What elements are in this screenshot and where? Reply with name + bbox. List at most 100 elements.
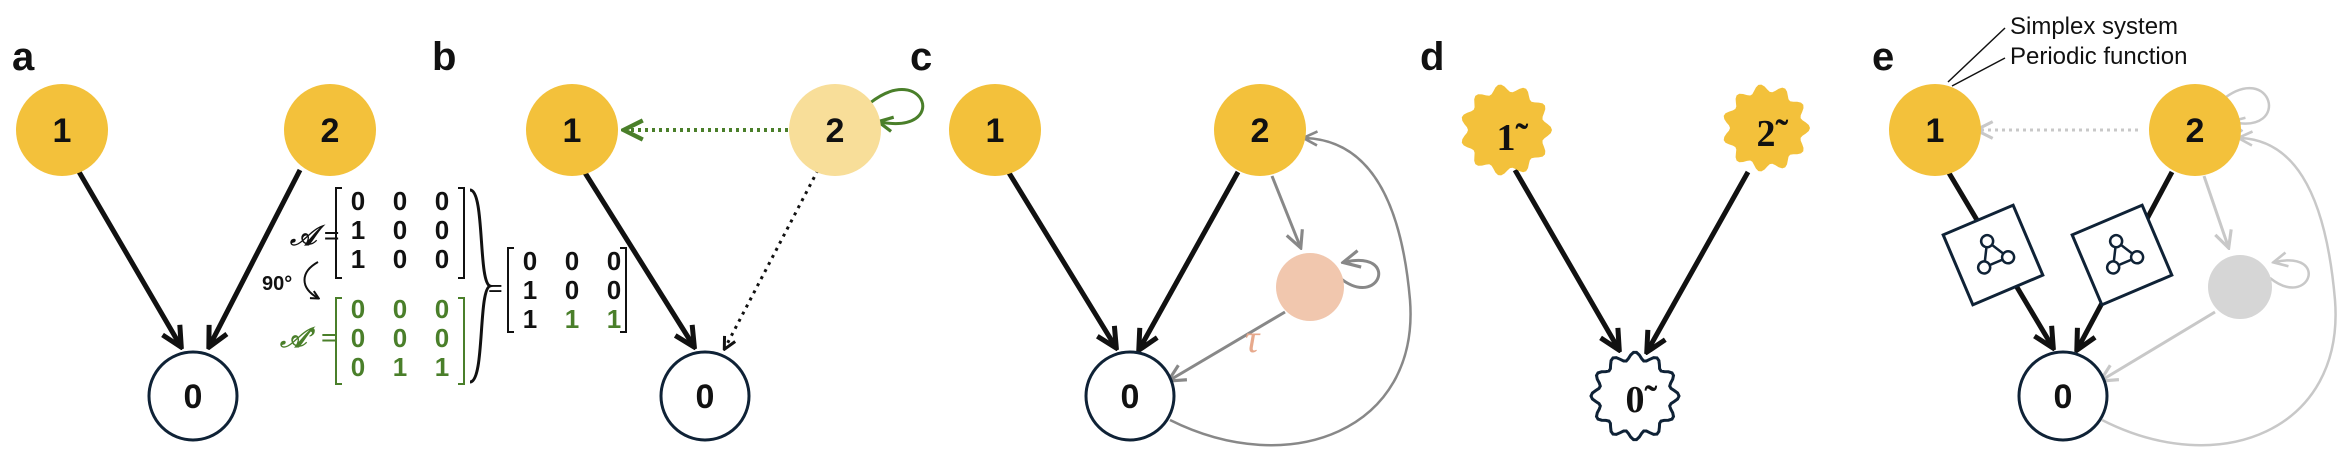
node-1	[16, 84, 108, 176]
panel-label-e: e	[1872, 35, 1894, 79]
matrix-cell: 1	[607, 304, 621, 334]
matrix-cell: 0	[565, 246, 579, 276]
matrix-cell: 0	[435, 323, 449, 353]
annotation-simplex: Simplex system	[2010, 13, 2178, 40]
node-2	[789, 84, 881, 176]
edge-0-to-2-faded	[2101, 138, 2337, 447]
node-2-label: 2	[2186, 112, 2205, 150]
self-loop-2-faded	[2221, 86, 2271, 123]
node-1	[949, 84, 1041, 176]
annotation-periodic: Periodic function	[2010, 43, 2187, 70]
matrix-cell: 0	[393, 294, 407, 324]
node-1	[1889, 84, 1981, 176]
matrix-cell: 0	[607, 246, 621, 276]
node-1-label: 1	[563, 112, 582, 150]
node-1-label: 1	[1926, 112, 1945, 150]
matrix-cell: 0	[351, 323, 365, 353]
matrix-cell: 0	[607, 275, 621, 305]
panel-label-b: b	[432, 35, 456, 79]
node-0-label: 0	[1121, 378, 1140, 416]
matrix-cell: 0	[351, 294, 365, 324]
edge-2-to-tau	[1270, 175, 1300, 246]
node-2	[2149, 84, 2241, 176]
edge-2-to-0-dotted	[725, 169, 820, 348]
edge-gray-node-to-0	[2102, 310, 2216, 380]
edge-1-to-0	[1512, 168, 1618, 348]
matrix-cell: 0	[435, 215, 449, 245]
matrix-a-prime-bracket-left	[335, 297, 342, 385]
matrix-sum-bracket-left	[507, 247, 514, 333]
panel-c: c 1 2 τ 0	[910, 35, 1412, 447]
edge-2-to-0	[210, 168, 303, 345]
edge-2-to-0	[1140, 170, 1241, 348]
edge-0-to-2-feedback	[1169, 138, 1412, 447]
equals-sign: =	[488, 274, 503, 303]
self-loop-gray-node	[2269, 260, 2310, 289]
triangle-network-icon	[1976, 233, 2016, 275]
node-0-label: 0	[2054, 378, 2073, 416]
node-0	[2017, 350, 2109, 442]
node-2-label: 2	[1251, 112, 1270, 150]
matrix-cell: 0	[393, 244, 407, 274]
matrix-a-bracket-right	[458, 187, 465, 279]
matrix-cell: 0	[523, 246, 537, 276]
node-1-cloud	[1461, 84, 1552, 176]
edge-2-to-gray-node	[2202, 175, 2228, 246]
matrix-cell: 1	[523, 304, 537, 334]
node-2-cloud	[1723, 84, 1810, 172]
node-0-cloud	[1589, 350, 1681, 442]
matrix-cell: 0	[393, 323, 407, 353]
simplex-box-1	[1941, 203, 2045, 307]
panel-label-c: c	[910, 35, 932, 79]
delay-label: τ	[1245, 316, 1261, 361]
matrix-cell: 1	[523, 275, 537, 305]
matrix-cell: 0	[435, 244, 449, 274]
node-2-label: 2	[826, 112, 845, 150]
matrix-a-bracket-left	[335, 187, 342, 279]
edge-1-to-0	[579, 166, 693, 345]
triangle-network-icon	[2105, 233, 2145, 275]
rotation-label: 90°	[262, 273, 292, 295]
node-1-label: 1	[986, 112, 1005, 150]
matrix-sum-bracket-right	[620, 247, 627, 333]
edge-tau-to-0	[1170, 310, 1286, 380]
matrix-cell: 0	[435, 186, 449, 216]
node-1-label: 1	[53, 112, 72, 150]
matrix-cell: 1	[351, 244, 365, 274]
panel-label-a: a	[12, 35, 35, 79]
sum-brace	[469, 188, 495, 384]
panel-d: d 1̃ 2̃ 0̃	[1420, 35, 1810, 442]
node-0	[147, 350, 239, 442]
annotation-leader-1	[1947, 27, 2006, 83]
edge-1-to-0	[1003, 166, 1115, 346]
matrix-a-prime-bracket-right	[458, 297, 465, 385]
matrix-cell: 1	[393, 352, 407, 382]
node-0	[1084, 350, 1176, 442]
rotation-arrow	[303, 261, 319, 298]
delay-node	[1276, 253, 1344, 321]
matrix-cell: 0	[435, 294, 449, 324]
simplex-box-2	[2070, 203, 2174, 307]
panel-a: a 1 2 0	[12, 35, 376, 442]
node-0	[659, 350, 751, 442]
matrix-a-name: 𝒜 =	[289, 221, 339, 252]
matrix-cell: 0	[565, 275, 579, 305]
edge-1-to-0	[72, 163, 180, 345]
self-loop-2	[869, 88, 925, 124]
matrix-cell: 0	[393, 215, 407, 245]
panel-label-d: d	[1420, 35, 1444, 79]
annotation-leader-2	[1951, 57, 2006, 87]
node-0-label: 0	[184, 378, 203, 416]
matrix-cell: 0	[351, 186, 365, 216]
panel-b: b 1 2 0	[432, 35, 925, 442]
node-2	[284, 84, 376, 176]
node-1	[526, 84, 618, 176]
panel-e: e	[1872, 13, 2337, 447]
node-2	[1214, 84, 1306, 176]
matrix-cell: 1	[351, 215, 365, 245]
